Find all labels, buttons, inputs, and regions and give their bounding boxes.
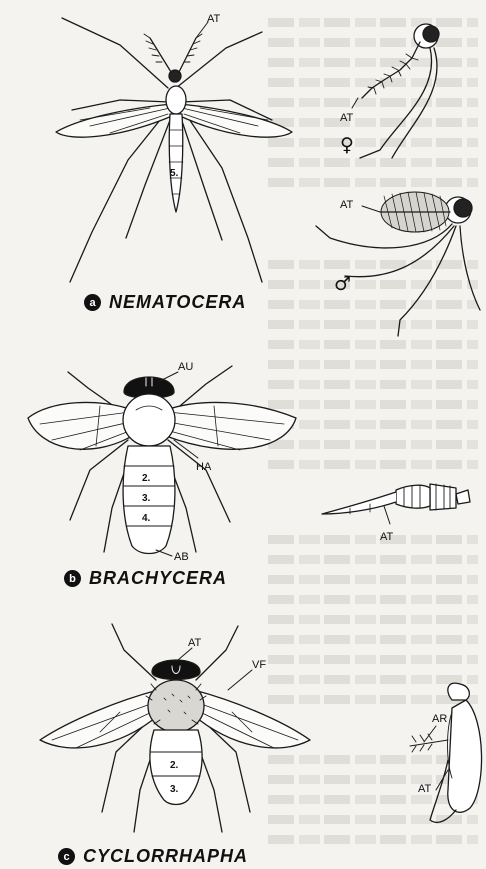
segment-label: 2. bbox=[170, 760, 179, 771]
label-at: AT bbox=[188, 637, 202, 649]
caption-cyclorrhapha: c CYCLORRHAPHA bbox=[58, 846, 248, 867]
cyclorrhapha-antenna-detail bbox=[410, 683, 482, 822]
label-at: AT bbox=[207, 13, 221, 25]
female-antenna-detail bbox=[360, 24, 439, 158]
brachycera-fly bbox=[28, 366, 296, 554]
label-at: AT bbox=[380, 531, 394, 543]
caption-brachycera: b BRACHYCERA bbox=[64, 568, 227, 589]
label-ar: AR bbox=[432, 713, 447, 725]
segment-label: 4. bbox=[142, 513, 151, 524]
male-symbol: ♂ bbox=[334, 273, 351, 295]
label-au: AU bbox=[178, 361, 193, 373]
caption-name: BRACHYCERA bbox=[89, 568, 227, 589]
label-vf: VF bbox=[252, 659, 266, 671]
caption-nematocera: a NEMATOCERA bbox=[84, 292, 246, 313]
caption-letter: b bbox=[64, 570, 81, 587]
leg bbox=[62, 18, 168, 88]
label-at: AT bbox=[340, 112, 354, 124]
segment-label: 3. bbox=[170, 784, 179, 795]
male-antenna-detail bbox=[316, 192, 480, 336]
caption-name: CYCLORRHAPHA bbox=[83, 846, 248, 867]
nematocera-mosquito bbox=[56, 18, 292, 282]
segment-label: 5. bbox=[170, 168, 179, 179]
cyclorrhapha-fly bbox=[40, 624, 310, 832]
label-at: AT bbox=[418, 783, 432, 795]
female-symbol: ♀ bbox=[340, 134, 354, 156]
label-ab: AB bbox=[174, 551, 189, 563]
caption-name: NEMATOCERA bbox=[109, 292, 246, 313]
caption-letter: a bbox=[84, 294, 101, 311]
brachycera-antenna-detail bbox=[322, 484, 470, 514]
segment-label: 2. bbox=[142, 473, 151, 484]
label-ha: HA bbox=[196, 461, 212, 473]
label-at: AT bbox=[340, 199, 354, 211]
caption-letter: c bbox=[58, 848, 75, 865]
segment-label: 3. bbox=[142, 493, 151, 504]
